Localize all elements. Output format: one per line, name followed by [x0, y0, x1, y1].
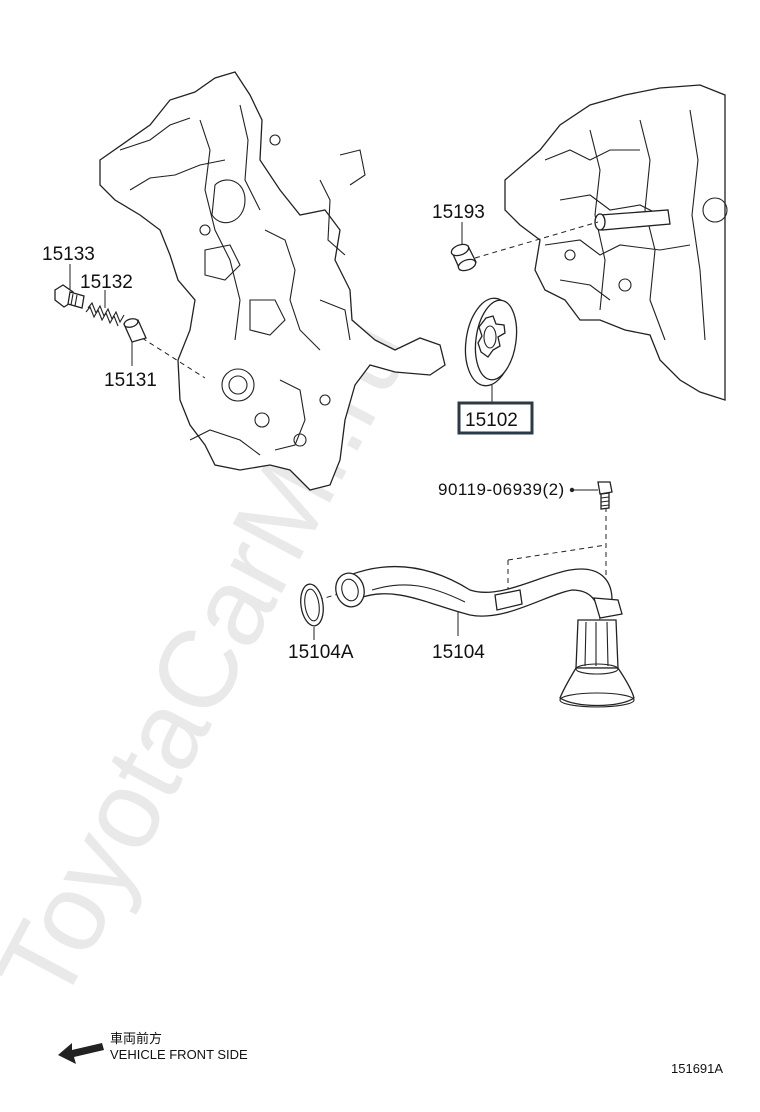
callout-15104A[interactable]: 15104A	[288, 642, 354, 663]
seal-15193	[450, 243, 477, 272]
leader-dot-90119	[569, 487, 575, 493]
oil-strainer-15104	[335, 566, 635, 708]
direction-label-jp: 車両前方	[110, 1031, 162, 1046]
vehicle-front-indicator: 車両前方 VEHICLE FRONT SIDE	[58, 1031, 248, 1064]
highlight-box-15102	[457, 401, 534, 435]
figure-code: 151691A	[671, 1061, 723, 1076]
timing-cover	[99, 71, 446, 491]
callout-15131[interactable]: 15131	[104, 370, 157, 391]
valve-15131	[123, 318, 147, 343]
direction-label-en: VEHICLE FRONT SIDE	[110, 1047, 248, 1062]
callout-15104[interactable]: 15104	[432, 642, 485, 663]
callout-90119-06939[interactable]: 90119-06939(2)	[438, 480, 565, 499]
plug-15133	[54, 284, 85, 309]
gasket-15104A	[300, 583, 324, 627]
callout-15133[interactable]: 15133	[42, 244, 95, 265]
spring-15132	[85, 301, 125, 327]
callout-15102[interactable]: 15102	[465, 410, 518, 431]
alignment-line-15193	[474, 221, 599, 259]
oil-pump-rotor-15102	[464, 297, 518, 387]
callout-15193[interactable]: 15193	[432, 202, 485, 223]
bolt-90119-06939	[597, 481, 613, 510]
alignment-line-bracket	[507, 544, 607, 600]
left-arrow-icon	[58, 1043, 104, 1064]
alignment-line-15131	[141, 337, 206, 379]
callout-15132[interactable]: 15132	[80, 272, 133, 293]
engine-block	[504, 84, 728, 401]
